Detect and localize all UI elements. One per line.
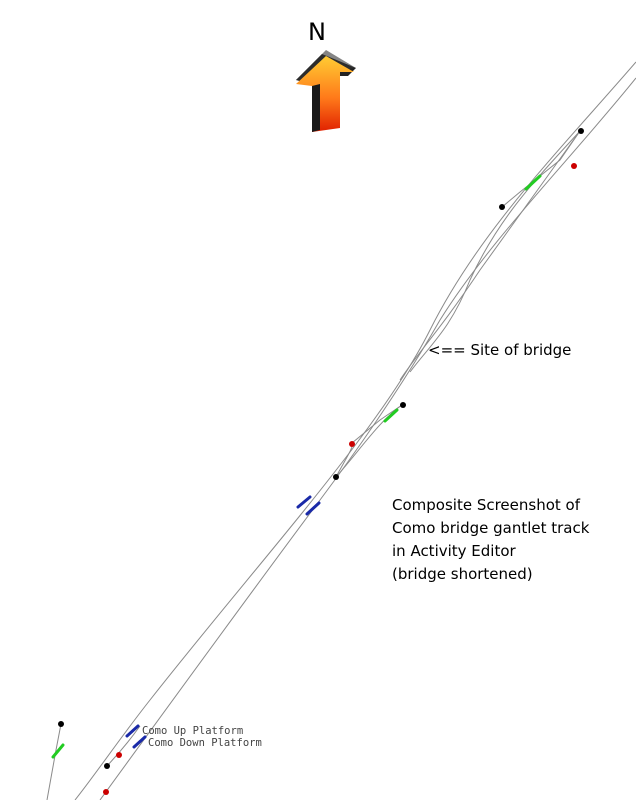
siding-marker bbox=[524, 174, 542, 191]
junction-node bbox=[333, 474, 339, 480]
signal-marker bbox=[103, 789, 109, 795]
caption-line: in Activity Editor bbox=[392, 542, 516, 560]
junction-node bbox=[104, 763, 110, 769]
compass-north-label: N bbox=[308, 18, 326, 46]
main-track-right bbox=[99, 77, 636, 800]
bridge-site-annotation: <== Site of bridge bbox=[428, 341, 572, 359]
caption-line: (bridge shortened) bbox=[392, 565, 533, 583]
junction-node bbox=[400, 402, 406, 408]
lower-left-siding-track bbox=[46, 723, 62, 800]
platform-marker bbox=[305, 501, 321, 516]
caption: Composite Screenshot of Como bridge gant… bbox=[392, 494, 589, 586]
platform-marker-como-down bbox=[132, 735, 147, 749]
upper-gantlet-track bbox=[399, 130, 581, 381]
signal-marker bbox=[349, 441, 355, 447]
junction-node bbox=[578, 128, 584, 134]
upper-siding-track bbox=[501, 130, 581, 208]
platform-label-como-up: Como Up Platform bbox=[142, 725, 244, 737]
junction-node bbox=[58, 721, 64, 727]
lower-crossover-track bbox=[106, 725, 141, 767]
siding-marker bbox=[51, 743, 65, 759]
caption-line: Como bridge gantlet track bbox=[392, 519, 590, 537]
platform-label-como-down: Como Down Platform bbox=[148, 737, 262, 749]
main-track-left bbox=[74, 61, 636, 800]
signal-marker bbox=[571, 163, 577, 169]
upper-crossover-track bbox=[409, 130, 581, 373]
platform-marker bbox=[296, 495, 312, 509]
caption-line: Composite Screenshot of bbox=[392, 496, 580, 514]
siding-marker bbox=[383, 408, 399, 423]
signal-marker bbox=[116, 752, 122, 758]
north-arrow-icon bbox=[296, 50, 356, 132]
junction-node bbox=[499, 204, 505, 210]
platform-marker-como-up bbox=[125, 724, 140, 738]
